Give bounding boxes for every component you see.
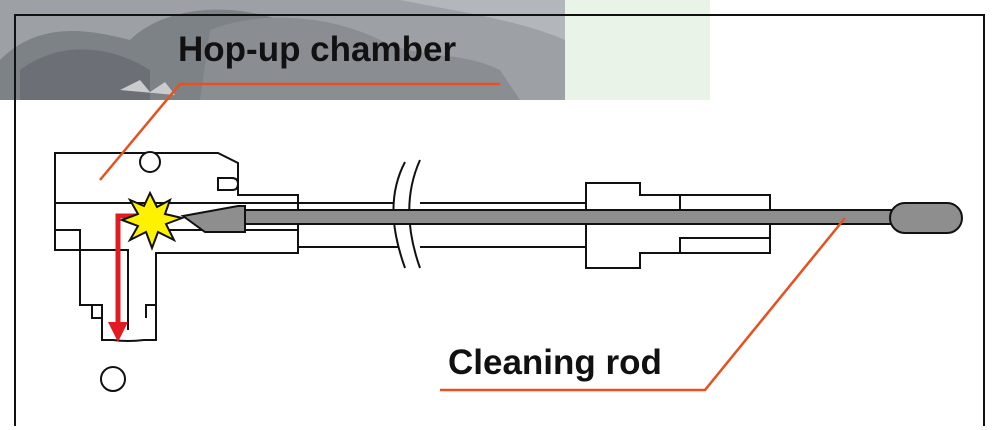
bb-circle <box>100 366 126 392</box>
hop-up-chamber-outline <box>54 152 299 342</box>
barrel-outline <box>298 202 586 248</box>
background-photo-art <box>0 0 565 100</box>
background-green-panel <box>565 0 710 100</box>
hop-up-nub <box>217 177 240 191</box>
cleaning-rod-leader-line <box>440 217 846 392</box>
diagram-frame <box>14 14 985 426</box>
hop-up-circle <box>139 151 161 173</box>
hop-up-leader-line <box>99 82 500 181</box>
arrow-down-icon <box>108 322 128 342</box>
cleaning-rod-shaft <box>244 209 901 225</box>
starburst-icon <box>119 190 186 251</box>
background-photo <box>0 0 565 100</box>
cleaning-rod-handle <box>889 202 963 234</box>
cleaning-rod-label: Cleaning rod <box>448 343 662 382</box>
hop-up-bottom-detail <box>92 304 156 318</box>
hop-up-inner-bore <box>55 202 298 330</box>
hop-up-chamber-label: Hop-up chamber <box>178 30 457 69</box>
barrel-end-fitting <box>585 182 771 269</box>
